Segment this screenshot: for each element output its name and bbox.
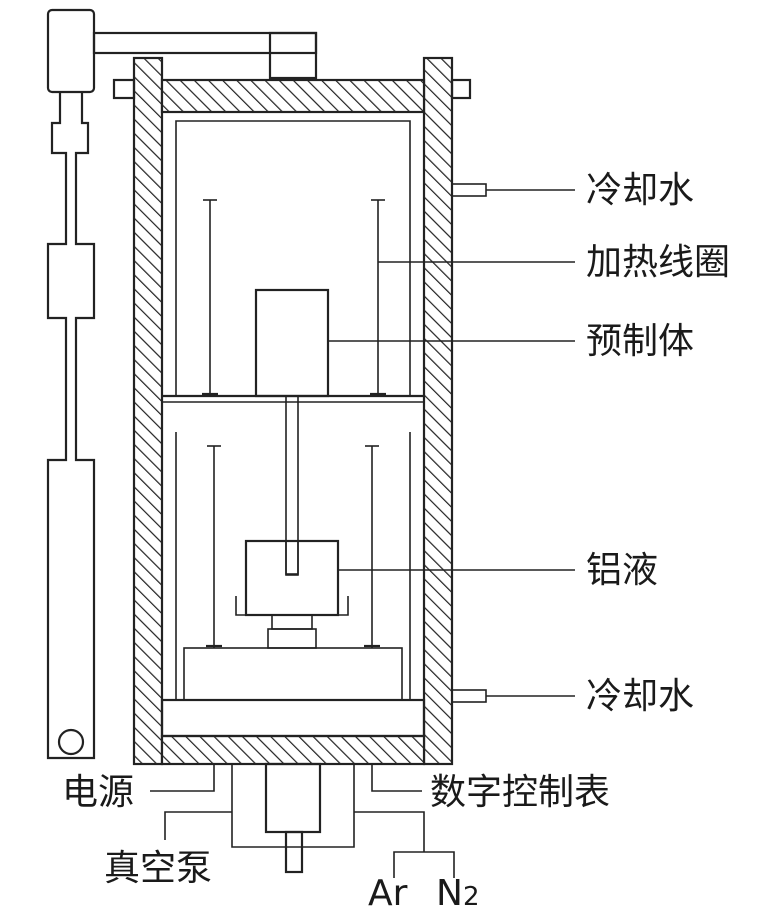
label-heating-coil: 加热线圈: [586, 242, 730, 283]
heating-coil-upper: [202, 199, 386, 396]
vacuum-port: [231, 762, 355, 874]
preform-block: [254, 288, 330, 398]
furnace-shell: [112, 56, 472, 766]
label-argon: Ar: [368, 873, 408, 910]
label-aluminum-melt: 铝液: [586, 550, 658, 591]
label-cooling-water-top: 冷却水: [586, 170, 694, 211]
lifting-arm: [46, 8, 318, 760]
plunger-rod: [285, 395, 299, 575]
inner-chamber: [160, 120, 426, 738]
label-nitrogen-subscript: 2: [463, 882, 480, 910]
leader-lines: [150, 189, 575, 878]
label-digital-controller: 数字控制表: [430, 772, 610, 813]
heating-coil-lower: [206, 445, 380, 648]
crucible: [235, 539, 349, 649]
cooling-water-pipe-bottom: [451, 689, 487, 703]
label-power-supply: 电源: [62, 772, 134, 813]
label-vacuum-pump: 真空泵: [104, 848, 212, 889]
label-cooling-water-bottom: 冷却水: [586, 676, 694, 717]
label-preform: 预制体: [586, 321, 694, 362]
cooling-water-pipe-top: [451, 183, 487, 197]
label-nitrogen: N2: [436, 873, 479, 910]
label-nitrogen-main: N: [436, 873, 463, 910]
